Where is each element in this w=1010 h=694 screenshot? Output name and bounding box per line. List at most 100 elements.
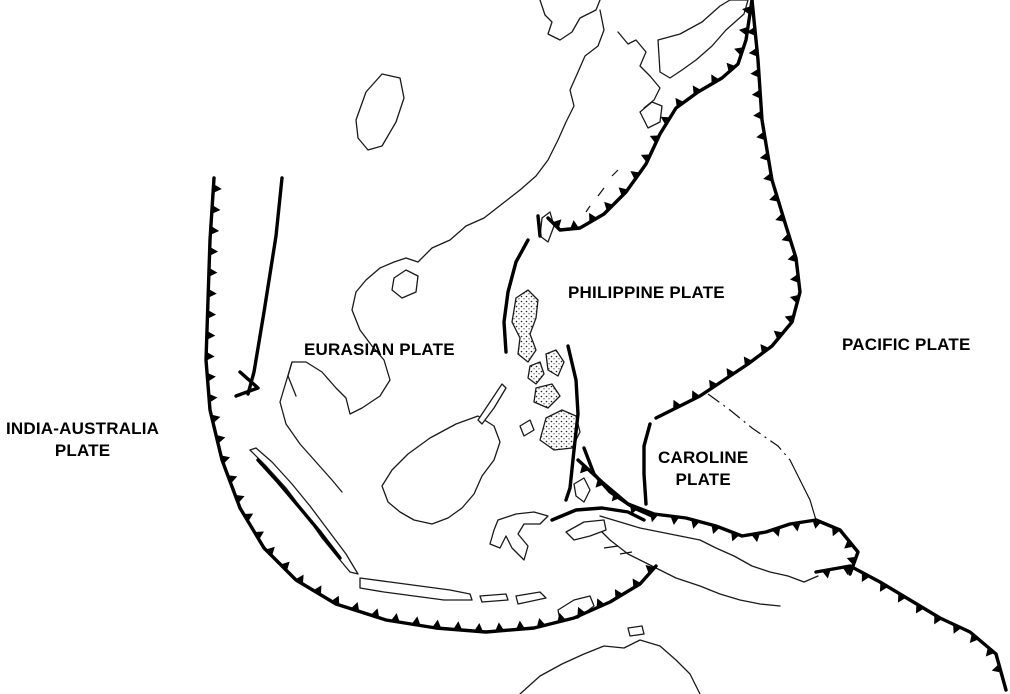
subduction-tooth: [861, 572, 870, 582]
australia-islet: [627, 625, 645, 637]
sulawesi: [489, 511, 549, 561]
subduction-tooth: [879, 582, 889, 592]
philippine-islands: [511, 289, 581, 451]
subduction-tooth: [812, 520, 822, 529]
subduction-tooth: [675, 97, 685, 108]
subduction-tooth: [731, 531, 740, 542]
subduction-tooth: [569, 220, 579, 230]
subduction-tooth: [209, 246, 219, 256]
china-coastline: [355, 0, 605, 293]
subduction-tooth: [208, 288, 217, 298]
subduction-tooth: [832, 526, 841, 537]
philippine-west-fault-tip: [536, 214, 542, 238]
subduction-tooth: [744, 5, 754, 15]
subduction-tooth: [934, 614, 943, 625]
subduction-tooth: [709, 379, 718, 390]
subduction-tooth: [915, 603, 925, 614]
subduction-tooth: [604, 201, 614, 212]
subduction-tooth: [897, 593, 907, 603]
subduction-tooth: [692, 85, 702, 96]
subduction-tooth: [453, 621, 463, 631]
australia-coast: [519, 639, 701, 694]
subduction-tooth: [557, 612, 566, 623]
west-burma-fault: [246, 176, 284, 396]
subduction-tooth: [495, 622, 505, 632]
subduction-tooth: [390, 613, 400, 623]
subduction-tooth: [432, 619, 442, 629]
subduction-tooth: [206, 330, 216, 340]
eurasian-plate-label: EURASIAN PLATE: [304, 340, 455, 359]
taiwan: [539, 211, 555, 243]
japan-kyushu: [639, 101, 663, 129]
subduction-tooth: [691, 519, 700, 529]
subduction-tooth: [331, 595, 340, 606]
malay-peninsula: [279, 361, 343, 493]
subduction-tooth: [789, 274, 799, 283]
subduction-tooth: [206, 351, 215, 361]
subduction-tooth: [280, 561, 290, 571]
subduction-tooth: [775, 213, 785, 222]
lesser-sunda-1: [479, 593, 509, 603]
subduction-tooth: [596, 598, 605, 608]
subduction-tooth: [235, 494, 245, 504]
solomon-trench: [814, 564, 1008, 692]
caroline-label-line2: PLATE: [675, 470, 731, 489]
ryukyu-trench: [546, 0, 754, 232]
luzon: [511, 289, 539, 363]
subduction-tooth: [370, 608, 380, 618]
subduction-tooth: [844, 539, 854, 549]
sulu: [519, 419, 535, 437]
subduction-tooth: [630, 171, 640, 180]
japan-honshu: [657, 0, 749, 79]
korea-coastline: [617, 31, 661, 109]
subduction-tooth: [536, 617, 546, 628]
caroline-plate-east-boundary: [789, 459, 817, 521]
subduction-tooth: [577, 606, 586, 617]
subduction-tooth: [215, 434, 226, 444]
subduction-tooth: [746, 26, 756, 36]
aru-islands: [603, 545, 633, 555]
minor-boundaries: [707, 393, 817, 521]
subduction-tooth: [632, 578, 641, 588]
ryukyu-islands: [585, 169, 619, 213]
subduction-tooth: [660, 116, 671, 126]
pacific-plate-label: PACIFIC PLATE: [842, 335, 971, 354]
subduction-tooth: [789, 294, 800, 304]
subduction-tooth: [411, 616, 421, 626]
subduction-tooth: [748, 47, 758, 57]
subduction-tooth: [751, 89, 761, 99]
subduction-tooth: [734, 47, 744, 56]
caroline-plate-label: CAROLINE PLATE: [658, 447, 748, 491]
subduction-tooth: [670, 516, 680, 526]
subduction-tooth: [614, 589, 624, 599]
subduction-tooth: [726, 368, 736, 378]
lesser-sunda-2: [515, 591, 547, 605]
subduction-tooth: [589, 212, 598, 223]
caroline-label-line1: CAROLINE: [658, 448, 749, 467]
subduction-tooth: [618, 187, 628, 197]
shandong-island: [355, 73, 405, 151]
subduction-tooth: [711, 524, 720, 535]
caroline-west-fault: [642, 422, 652, 506]
subduction-tooth: [211, 204, 221, 214]
borneo: [381, 415, 501, 525]
subduction-tooth: [763, 172, 773, 182]
sumatra-fault: [256, 458, 342, 560]
india-australia-label-line2: PLATE: [54, 441, 111, 460]
halmahera: [573, 477, 591, 503]
subduction-tooth: [771, 527, 781, 537]
izu-bonin-mariana-trench: [654, 0, 802, 420]
subduction-tooth: [210, 225, 220, 235]
subduction-tooth: [738, 26, 748, 36]
subduction-tooth: [969, 633, 979, 643]
subduction-tooth: [295, 574, 304, 585]
subduction-tooth: [743, 356, 753, 367]
subduction-teeth: [206, 5, 1002, 673]
major-faults: [234, 176, 654, 560]
vietnam-coastline: [287, 291, 391, 415]
subduction-tooth: [711, 74, 720, 85]
subduction-tooth: [787, 253, 797, 263]
subduction-tooth: [649, 135, 660, 144]
subduction-tooth: [208, 393, 218, 403]
